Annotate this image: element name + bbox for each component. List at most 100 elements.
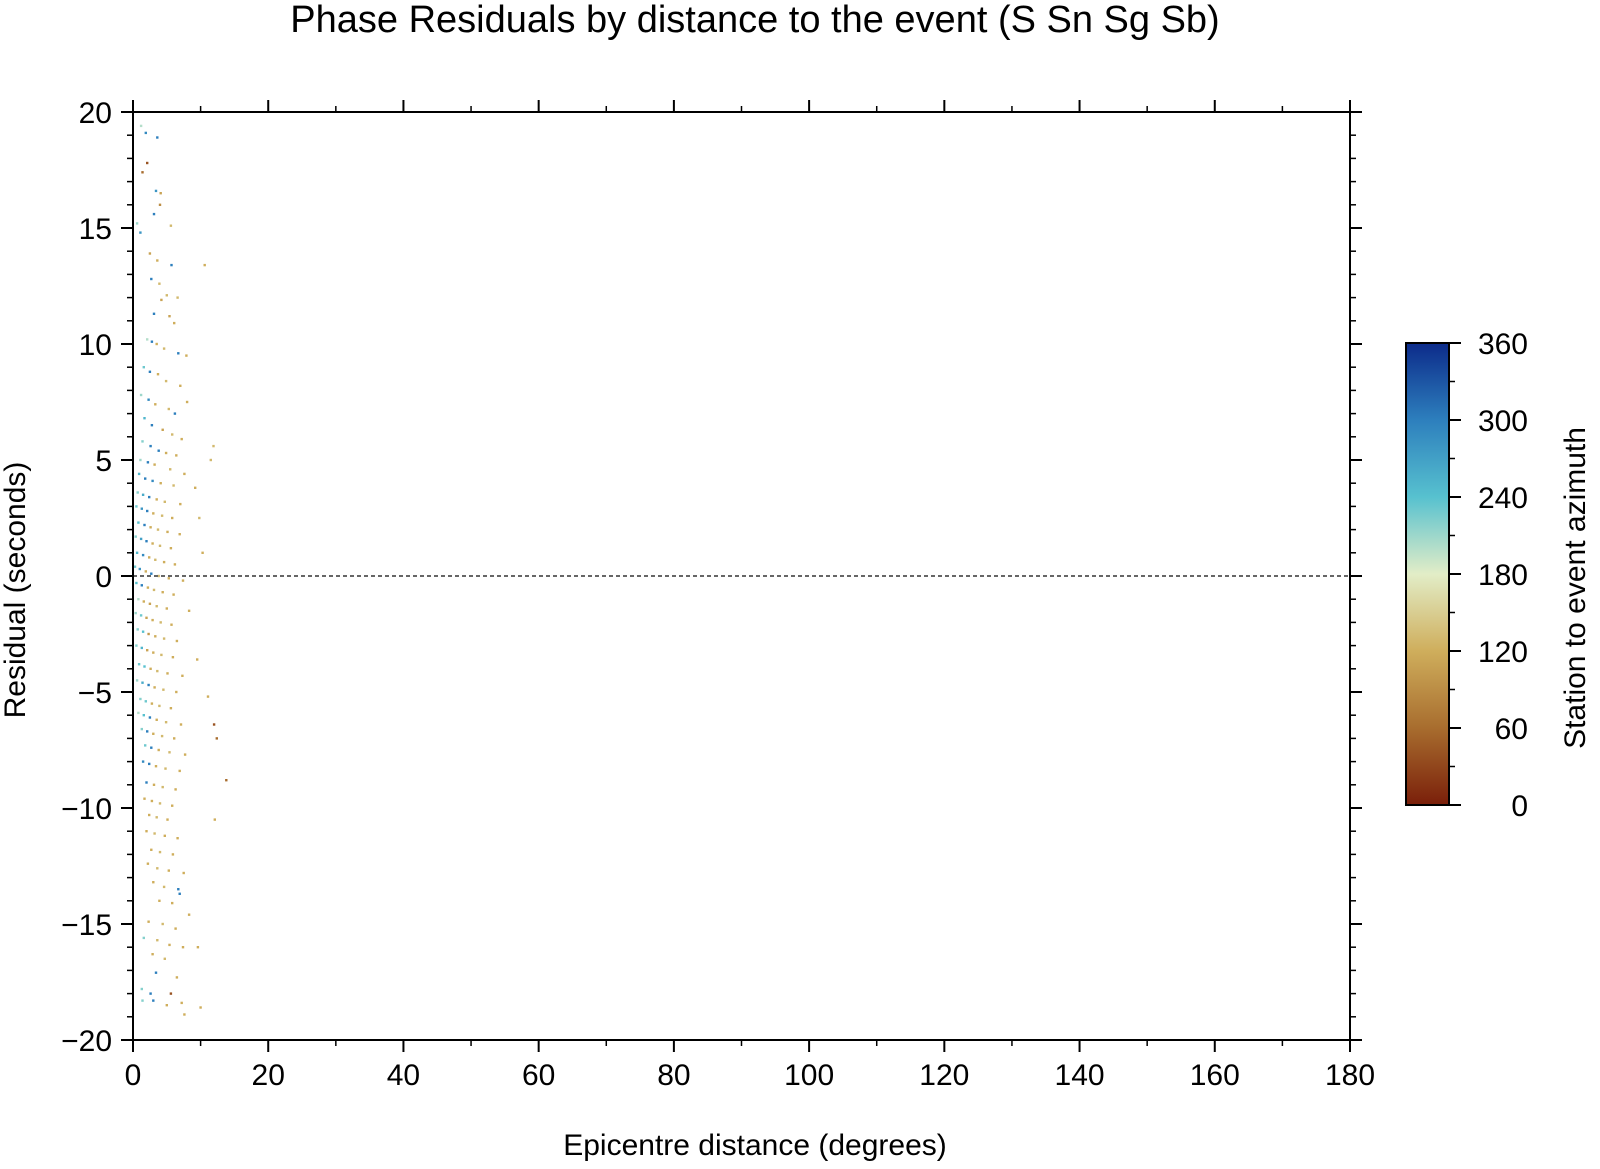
data-point — [148, 813, 151, 817]
data-point — [134, 535, 137, 538]
data-point — [135, 505, 138, 508]
data-point — [156, 373, 160, 376]
data-point — [194, 486, 197, 489]
data-point — [148, 556, 151, 559]
data-point — [209, 458, 212, 462]
data-point — [158, 850, 162, 854]
data-point — [201, 551, 204, 554]
data-point — [154, 403, 157, 406]
data-point — [152, 783, 156, 786]
data-point — [173, 737, 176, 740]
data-point — [146, 862, 150, 865]
data-point — [144, 744, 147, 747]
data-point — [150, 424, 154, 427]
data-point — [144, 700, 147, 703]
y-tick-label: 15 — [79, 213, 112, 246]
data-point — [151, 479, 154, 483]
data-point — [139, 458, 142, 462]
data-point — [143, 417, 146, 420]
data-point — [171, 433, 174, 436]
x-tick-label: 40 — [387, 1059, 420, 1092]
chart-title: Phase Residuals by distance to the event… — [290, 0, 1219, 41]
data-point — [143, 665, 146, 668]
data-point — [173, 321, 176, 325]
data-point — [152, 588, 156, 592]
data-point — [146, 461, 150, 464]
data-point — [176, 296, 179, 299]
data-point — [149, 444, 152, 448]
data-point — [150, 277, 153, 281]
data-point — [167, 869, 170, 872]
data-point — [159, 482, 162, 485]
data-point — [203, 263, 206, 267]
data-point — [139, 231, 142, 234]
data-point — [176, 837, 179, 840]
data-point — [137, 472, 141, 476]
data-point — [153, 832, 156, 835]
data-point — [162, 560, 166, 564]
data-point — [161, 785, 164, 789]
data-point — [158, 704, 161, 708]
data-point — [142, 366, 145, 369]
data-point — [148, 370, 152, 373]
data-point — [151, 542, 154, 545]
data-point — [215, 737, 218, 740]
data-point — [150, 572, 153, 575]
data-point — [139, 614, 143, 617]
data-point — [162, 885, 166, 889]
data-point — [179, 502, 182, 506]
data-point — [158, 802, 162, 805]
data-point — [175, 690, 178, 694]
x-tick-label: 0 — [125, 1059, 142, 1092]
data-point — [169, 992, 173, 995]
data-point — [172, 593, 175, 596]
data-point — [144, 477, 147, 480]
data-point — [141, 440, 144, 443]
data-point — [154, 558, 157, 561]
data-point — [149, 992, 152, 995]
data-point — [141, 553, 145, 557]
data-point — [183, 1013, 186, 1016]
data-point — [134, 611, 137, 615]
data-point — [166, 530, 169, 534]
data-point — [177, 352, 180, 355]
data-point — [152, 512, 155, 515]
colorbar-tick-label: 240 — [1478, 482, 1528, 515]
data-point — [141, 681, 144, 684]
data-point — [135, 581, 138, 585]
data-point — [155, 498, 158, 501]
data-point — [175, 454, 178, 457]
data-point — [137, 663, 141, 666]
data-point — [148, 716, 152, 719]
colorbar-tick-label: 60 — [1495, 713, 1528, 746]
y-tick-label: −20 — [61, 1025, 112, 1058]
y-tick-label: 0 — [95, 561, 112, 594]
data-point — [180, 437, 183, 441]
data-point — [141, 493, 145, 496]
data-point — [181, 674, 184, 677]
data-point — [135, 222, 139, 225]
data-point — [148, 762, 151, 766]
data-point — [137, 598, 140, 601]
data-point — [150, 340, 154, 343]
data-point — [140, 507, 143, 510]
x-tick-label: 60 — [522, 1059, 555, 1092]
data-point — [157, 748, 160, 752]
data-point — [160, 514, 164, 517]
data-point — [181, 946, 185, 949]
data-point — [145, 616, 148, 619]
data-point — [147, 920, 150, 923]
data-point — [147, 632, 150, 636]
data-point — [135, 551, 139, 554]
data-point — [165, 294, 168, 297]
data-point — [165, 607, 168, 610]
data-point — [160, 653, 163, 657]
data-point — [140, 987, 143, 991]
data-point — [156, 669, 159, 673]
data-point — [143, 797, 146, 800]
data-point — [163, 957, 166, 960]
x-tick-label: 100 — [784, 1059, 834, 1092]
y-tick-label: −5 — [78, 677, 112, 710]
